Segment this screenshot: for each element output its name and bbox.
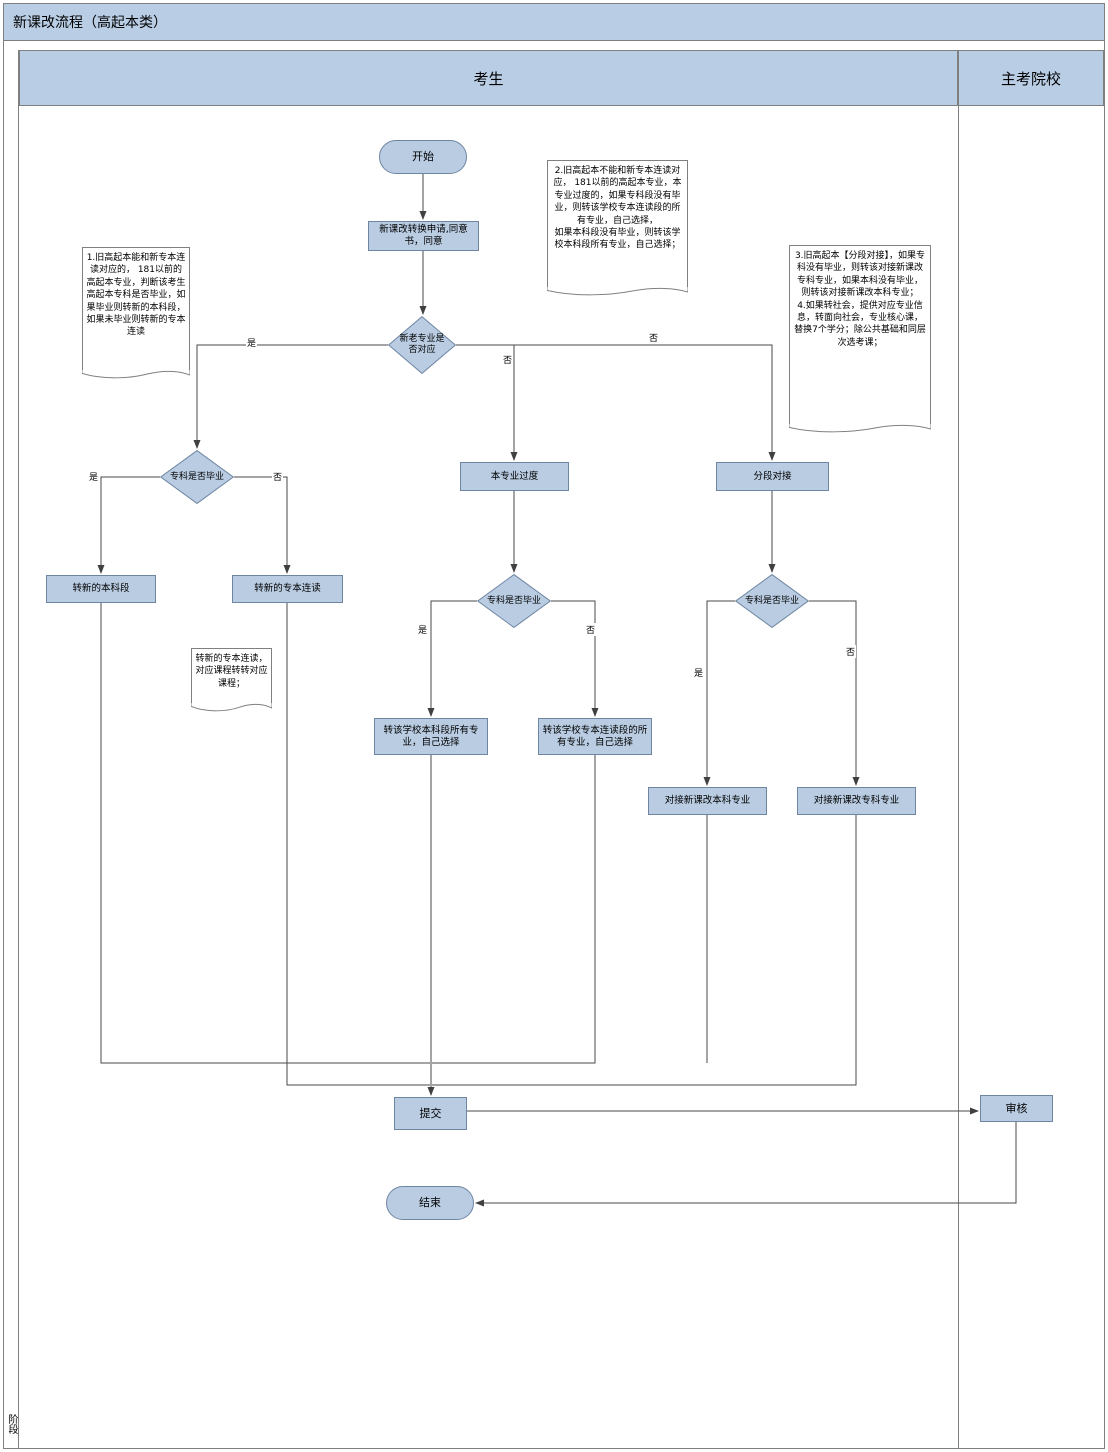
edge-label-yes: 是 [88,470,100,483]
node-submit: 提交 [394,1097,467,1130]
phase-strip [4,50,19,1448]
node-label: 分段对接 [753,470,792,482]
node-segment-connect: 分段对接 [716,462,829,491]
lane-candidate-label: 考生 [473,69,504,88]
edge-label-yes: 是 [246,336,258,349]
note-text: 3.旧高起本【分段对接】，如果专科没有毕业，则转该对接新课改专科专业，如果本科没… [794,251,926,348]
node-apply-form: 新课改转换申请,同意书，同意 [368,221,479,251]
node-label: 提交 [419,1106,442,1120]
decision-college-graduated-left: 专科是否毕业 [160,450,234,504]
note-wave [547,287,688,297]
node-school-undergrad-majors: 转该学校本科段所有专业，自己选择 [374,718,488,755]
edge-label-yes: 是 [417,623,429,636]
annotation-note-2: 2.旧高起本不能和新专本连读对应， 181以前的高起本专业，本专业过度的，如果专… [547,160,688,290]
node-connect-undergrad: 对接新课改本科专业 [648,787,767,815]
note-text: 转新的专本连读，对应课程转转对应课程； [195,654,268,689]
node-label: 专科是否毕业 [744,595,799,606]
node-label: 本专业过度 [490,470,539,482]
node-label: 转新的本科段 [72,583,130,595]
note-text: 2.旧高起本不能和新专本连读对应， 181以前的高起本专业，本专业过度的，如果专… [553,166,682,251]
node-label: 新课改转换申请,同意书，同意 [379,224,468,247]
lane-divider [958,106,959,1448]
edge-label-no: 否 [272,470,284,483]
node-label: 专科是否毕业 [169,471,224,482]
decision-college-graduated-mid: 专科是否毕业 [477,574,551,628]
diamond-shape [477,574,551,628]
node-connect-college: 对接新课改专科专业 [797,787,916,815]
lane-institution-label: 主考院校 [1000,69,1061,88]
node-label: 对接新课改本科专业 [664,795,751,807]
note-text: 1.旧高起本能和新专本连读对应的， 181以前的高起本专业，判断该考生高起本专科… [86,253,186,338]
annotation-note-4: 转新的专本连读，对应课程转转对应课程； [191,648,272,706]
diagram-title: 新课改流程（高起本类） [13,15,167,31]
decision-college-graduated-right: 专科是否毕业 [735,574,809,628]
phase-label: 阶段 [6,1414,17,1434]
node-major-transition: 本专业过度 [460,462,569,491]
note-wave [789,424,931,434]
node-new-linked: 转新的专本连读 [232,575,343,603]
node-start: 开始 [379,140,467,174]
node-label: 新老专业是否对应 [399,334,445,355]
diamond-shape [160,450,234,504]
page-frame [3,3,1105,1449]
node-label: 审核 [1005,1101,1028,1115]
node-label: 转该学校本科段所有专业，自己选择 [383,724,479,748]
edge-label-no: 否 [502,353,514,366]
node-label: 开始 [412,150,434,164]
node-review: 审核 [980,1095,1053,1122]
node-label: 结束 [419,1196,441,1210]
annotation-note-3: 3.旧高起本【分段对接】，如果专科没有毕业，则转该对接新课改专科专业，如果本科没… [789,245,931,427]
node-label: 转新的专本连读 [254,583,321,595]
decision-old-new-match: 新老专业是否对应 [388,316,456,374]
lane-header-candidate: 考生 [19,50,958,106]
node-label: 对接新课改专科专业 [813,795,900,807]
note-wave [82,370,190,380]
diagram-title-bar: 新课改流程（高起本类） [4,4,1104,41]
node-school-linked-majors: 转该学校专本连读段的所有专业，自己选择 [538,718,652,755]
lane-header-institution: 主考院校 [958,50,1104,106]
note-wave [191,703,272,713]
node-end: 结束 [386,1186,474,1220]
diamond-shape [388,316,456,374]
node-label: 转该学校专本连读段的所有专业，自己选择 [542,724,648,748]
edge-label-no: 否 [845,645,857,658]
edge-label-no: 否 [648,331,660,344]
edge-label-yes: 是 [693,666,705,679]
diamond-shape [735,574,809,628]
node-label: 专科是否毕业 [486,595,541,606]
edge-label-no: 否 [585,623,597,636]
annotation-note-1: 1.旧高起本能和新专本连读对应的， 181以前的高起本专业，判断该考生高起本专科… [82,247,190,373]
node-new-undergrad: 转新的本科段 [46,575,156,603]
